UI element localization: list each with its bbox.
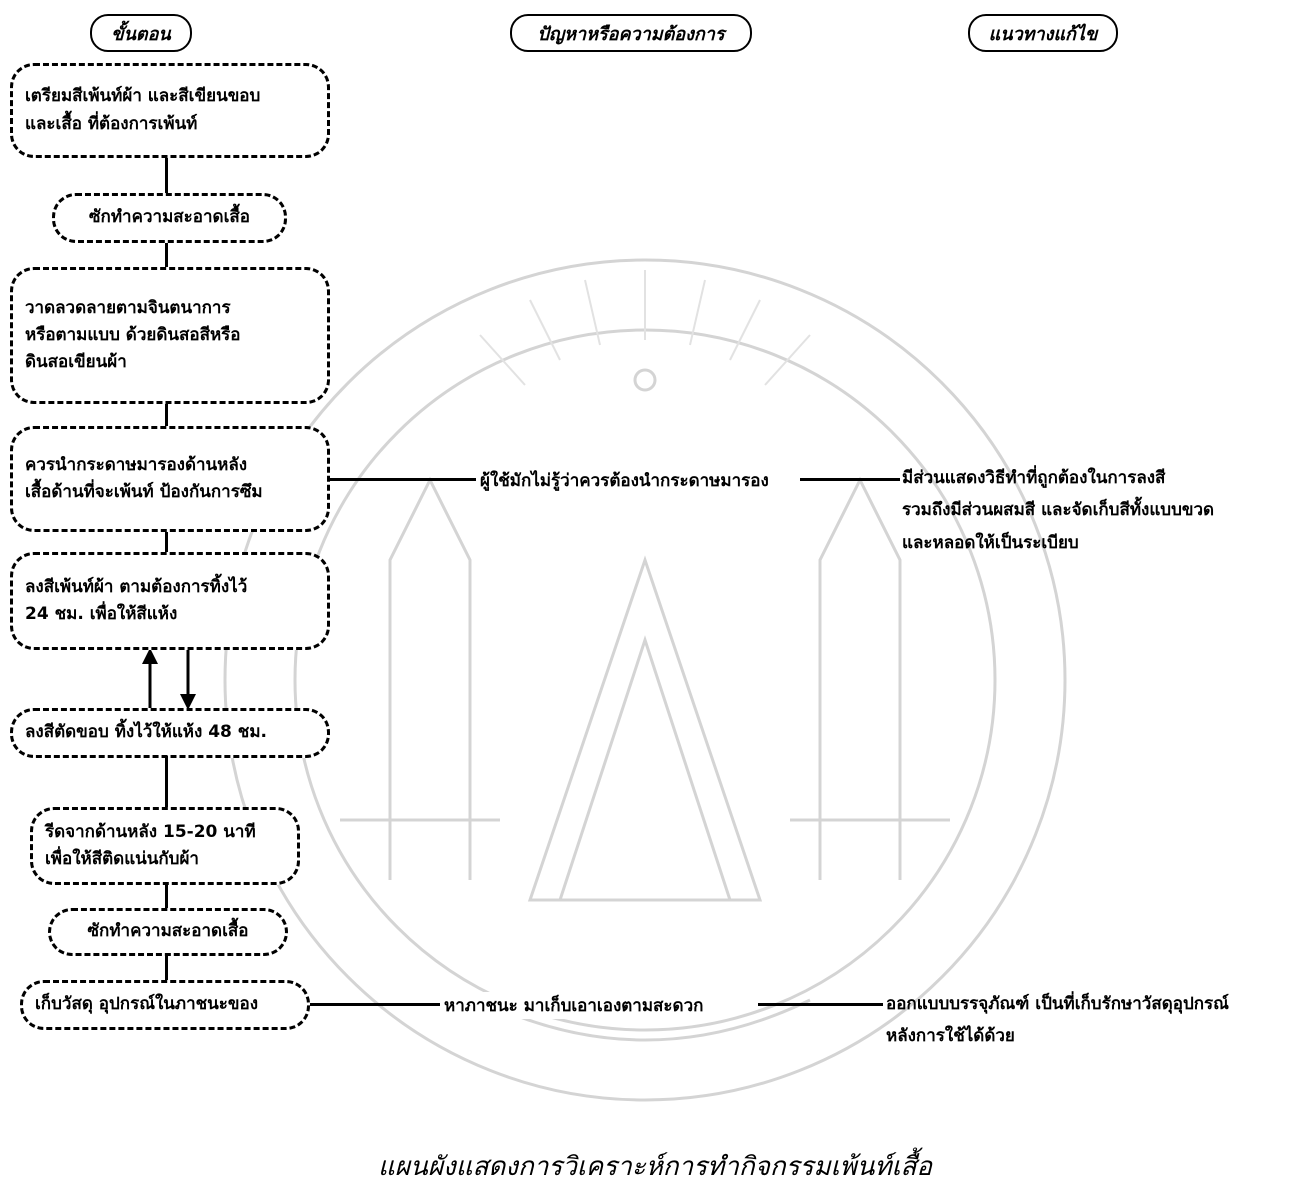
bidirectional-arrow-icon — [142, 648, 196, 710]
connector — [165, 240, 168, 270]
connector — [165, 882, 168, 910]
step-box-backing-paper: ควรนำกระดาษมารองด้านหลัง เสื้อด้านที่จะเ… — [10, 426, 330, 532]
link-line — [310, 1003, 450, 1006]
step-box-store: เก็บวัสดุ อุปกรณ์ในภาชนะของ — [20, 980, 310, 1030]
solution-text: ออกแบบบรรจุภัณฑ์ เป็นที่เก็บรักษาวัสดุอุ… — [886, 994, 1229, 1047]
solution-text: มีส่วนแสดงวิธีทำที่ถูกต้องในการลงสี รวมถ… — [902, 468, 1215, 553]
step-text: ควรนำกระดาษมารองด้านหลัง — [25, 454, 248, 475]
link-line — [330, 478, 490, 481]
problem-text: หาภาชนะ มาเก็บเอาเองตามสะดวก — [440, 992, 708, 1019]
step-text: หรือตามแบบ ด้วยดินสอสีหรือ — [25, 324, 241, 345]
step-box-iron: รีดจากด้านหลัง 15-20 นาที เพื่อให้สีติดแ… — [30, 807, 300, 885]
header-problems: ปัญหาหรือความต้องการ — [510, 14, 752, 52]
step-text: ซักทำความสะอาดเสื้อ — [87, 921, 249, 942]
header-steps: ขั้นตอน — [90, 14, 192, 52]
step-text: รีดจากด้านหลัง 15-20 นาที — [45, 821, 256, 842]
step-text: ลงสีเพ้นท์ผ้า ตามต้องการทิ้งไว้ — [25, 576, 248, 597]
step-text: เตรียมสีเพ้นท์ผ้า และสีเขียนขอบ — [25, 86, 261, 107]
step-box-prepare: เตรียมสีเพ้นท์ผ้า และสีเขียนขอบ และเสื้อ… — [10, 63, 330, 158]
step-text: เสื้อด้านที่จะเพ้นท์ ป้องกันการซึม — [25, 482, 263, 502]
link-line — [758, 1003, 883, 1006]
link-line — [800, 478, 900, 481]
step-box-paint: ลงสีเพ้นท์ผ้า ตามต้องการทิ้งไว้ 24 ชม. เ… — [10, 552, 330, 650]
connector — [165, 756, 168, 812]
connector — [165, 952, 168, 982]
step-text: ซักทำความสะอาดเสื้อ — [89, 207, 250, 228]
problem-text: ผู้ใช้มักไม่รู้ว่าควรต้องนำกระดาษมารอง — [476, 467, 773, 494]
header-solutions: แนวทางแก้ไข — [968, 14, 1118, 52]
step-text: ลงสีตัดขอบ ทิ้งไว้ให้แห้ง 48 ชม. — [25, 722, 267, 743]
step-box-draw: วาดลวดลายตามจินตนาการ หรือตามแบบ ด้วยดิน… — [10, 267, 330, 404]
step-text: เพื่อให้สีติดแน่นกับผ้า — [45, 849, 199, 869]
step-box-wash-again: ซักทำความสะอาดเสื้อ — [48, 908, 288, 956]
step-text: 24 ชม. เพื่อให้สีแห้ง — [25, 604, 178, 624]
step-text: วาดลวดลายตามจินตนาการ — [25, 297, 231, 318]
connector — [165, 156, 168, 196]
step-text: เก็บวัสดุ อุปกรณ์ในภาชนะของ — [35, 994, 259, 1015]
connector — [165, 402, 168, 428]
step-text: และเสื้อ ที่ต้องการเพ้นท์ — [25, 113, 198, 134]
connector — [165, 530, 168, 554]
step-box-wash: ซักทำความสะอาดเสื้อ — [52, 193, 287, 243]
figure-caption: แผนผังแสดงการวิเคราะห์การทำกิจกรรมเพ้นท์… — [378, 1152, 932, 1182]
step-text: ดินสอเขียนผ้า — [25, 352, 127, 373]
step-box-outline: ลงสีตัดขอบ ทิ้งไว้ให้แห้ง 48 ชม. — [10, 708, 330, 758]
